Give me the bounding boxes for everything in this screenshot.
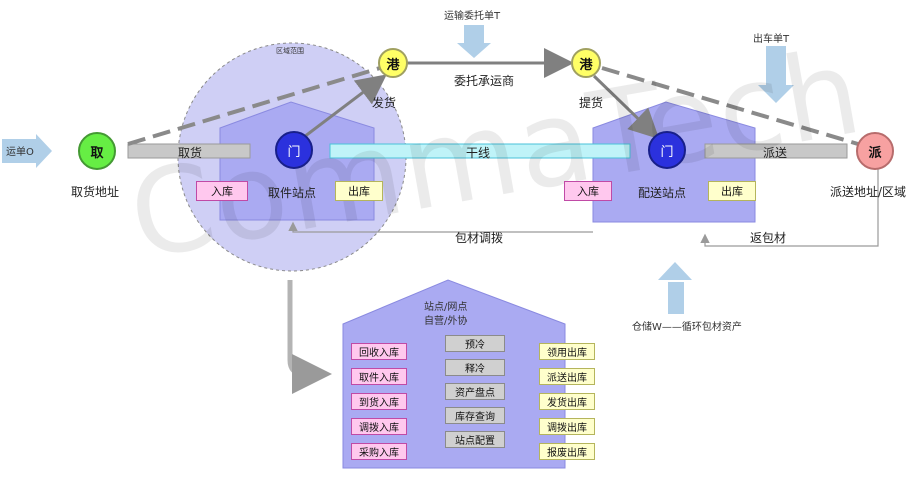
dashed-link-pickup-port — [127, 66, 381, 146]
material-transfer-line — [288, 221, 593, 233]
material-transfer-label: 包材调拨 — [455, 231, 504, 245]
ship-label: 发货 — [372, 96, 397, 110]
detail-left-item: 调拨入库 — [351, 418, 407, 435]
detail-left-item: 取件入库 — [351, 368, 407, 385]
detail-center-column: 预冷 释冷 资产盘点 库存查询 站点配置 — [445, 335, 505, 448]
warehouse-label: 仓储W——循环包材资产 — [632, 322, 742, 333]
blue-arrow-dispatch-order — [758, 46, 794, 103]
pickup-bar-label: 取货 — [178, 146, 203, 160]
pickup-outbound-box: 出库 — [335, 181, 383, 201]
detail-center-item: 库存查询 — [445, 407, 505, 424]
detail-center-item: 站点配置 — [445, 431, 505, 448]
deliver-node: 派 — [856, 132, 894, 170]
trunk-label: 干线 — [466, 146, 491, 160]
carrier-label: 委托承运商 — [454, 74, 515, 88]
detail-right-item: 领用出库 — [539, 343, 595, 360]
delivery-inbound-box: 入库 — [564, 181, 612, 201]
trunk-bar — [329, 143, 631, 159]
detail-title-line1: 站点/网点 — [424, 302, 468, 313]
detail-center-item: 释冷 — [445, 359, 505, 376]
detail-right-item: 调拨出库 — [539, 418, 595, 435]
detail-left-item: 回收入库 — [351, 343, 407, 360]
dashed-link-port-deliver — [601, 66, 859, 146]
return-material-line — [700, 168, 879, 247]
detail-left-item: 到货入库 — [351, 393, 407, 410]
detail-right-column: 领用出库 派送出库 发货出库 调拨出库 报废出库 — [539, 343, 595, 460]
pickup-address-label: 取货地址 — [71, 185, 120, 199]
port-left-node: 港 — [378, 48, 408, 78]
region-caption: 区域范围 — [276, 47, 304, 55]
pickup-gate-node: 门 — [275, 131, 313, 169]
waybill-label: 运单O — [6, 147, 34, 158]
detail-center-item: 资产盘点 — [445, 383, 505, 400]
arrow-gate-to-port — [299, 74, 387, 142]
detail-left-item: 采购入库 — [351, 443, 407, 460]
detail-center-item: 预冷 — [445, 335, 505, 352]
detail-title-line2: 自营/外协 — [424, 316, 468, 327]
elbow-arrow-to-detail — [287, 280, 332, 394]
detail-right-item: 发货出库 — [539, 393, 595, 410]
detail-right-item: 派送出库 — [539, 368, 595, 385]
deliver-bar — [704, 143, 848, 159]
pickup-station-label: 取件站点 — [268, 186, 317, 200]
pickup-node: 取 — [78, 132, 116, 170]
return-material-label: 返包材 — [750, 231, 787, 245]
delivery-outbound-box: 出库 — [708, 181, 756, 201]
deliver-bar-label: 派送 — [763, 146, 788, 160]
transport-order-label: 运输委托单T — [444, 11, 501, 22]
blue-arrow-transport-order — [457, 25, 491, 58]
dispatch-order-label: 出车单T — [753, 34, 790, 45]
delivery-station-label: 配送站点 — [638, 186, 687, 200]
blue-arrow-warehouse — [666, 282, 684, 314]
arrow-port-to-gate — [592, 74, 660, 140]
detail-right-item: 报废出库 — [539, 443, 595, 460]
blue-arrow-warehouse-head — [658, 262, 692, 280]
deliver-address-label: 派送地址/区域 — [830, 185, 907, 199]
pickup-goods-label: 提货 — [579, 96, 604, 110]
pickup-bar — [127, 143, 251, 159]
pickup-inbound-box: 入库 — [196, 181, 248, 201]
detail-left-column: 回收入库 取件入库 到货入库 调拨入库 采购入库 — [351, 343, 407, 460]
delivery-gate-node: 门 — [648, 131, 686, 169]
port-right-node: 港 — [571, 48, 601, 78]
blue-arrow-waybill — [2, 134, 52, 168]
